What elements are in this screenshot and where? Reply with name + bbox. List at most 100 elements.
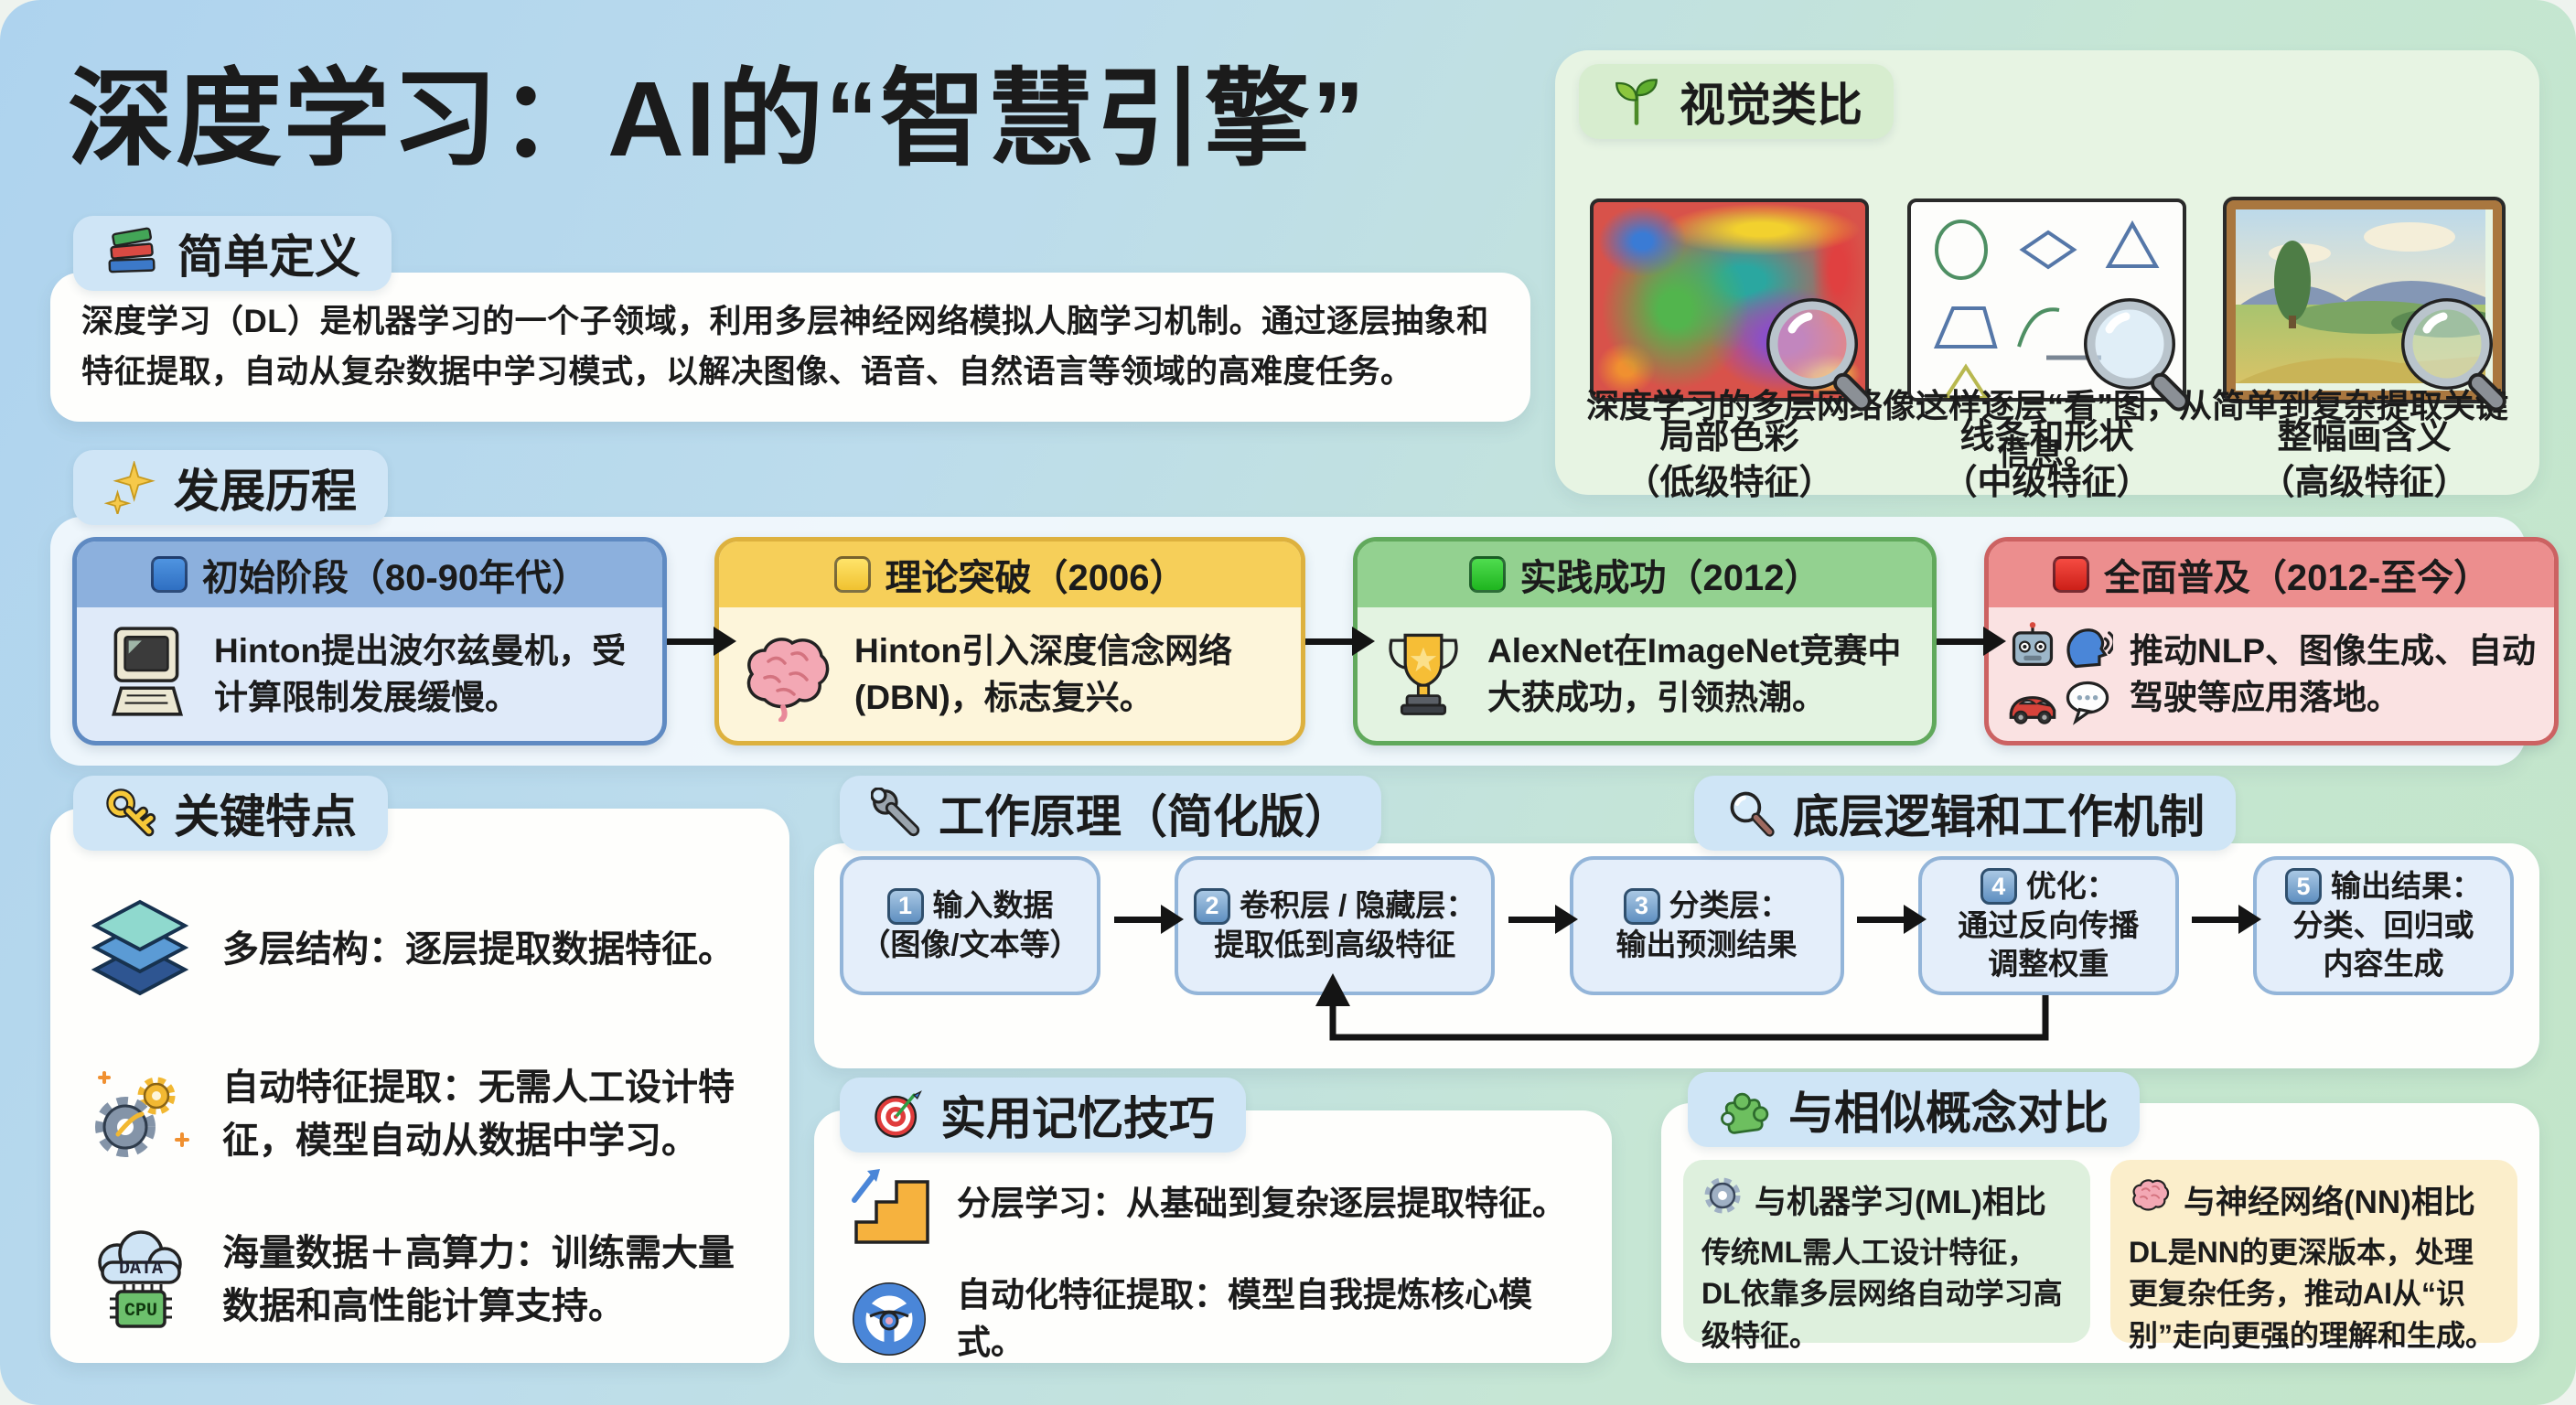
step-title: 卷积层 / 隐藏层：: [1239, 888, 1476, 923]
timeline-header: 发展历程: [73, 450, 388, 525]
comparison-text: 传统ML需人工设计特征，DL依靠多层网络自动学习高级特征。: [1701, 1236, 2063, 1352]
red-square-icon: [2052, 556, 2089, 593]
step-detail: 提取低到高级特征: [1214, 928, 1456, 961]
stage-body: AlexNet在ImageNet竞赛中大获成功，引领热潮。: [1358, 607, 1932, 741]
yellow-square-icon: [833, 556, 871, 593]
step-number-badge: 5: [2285, 868, 2322, 906]
robot-icon: [2012, 622, 2054, 666]
pipeline-header-right-label: 底层逻辑和工作机制: [1793, 791, 2205, 842]
step-number-badge: 3: [1623, 887, 1660, 925]
brain-icon: [737, 627, 838, 722]
tip-text: 自动化特征提取：模型自我提炼核心模式。: [957, 1276, 1532, 1361]
analogy-item-colors: [1590, 198, 1872, 412]
analogy-item-painting: [2223, 197, 2506, 412]
timeline-stage-1: 初始阶段（80-90年代） Hinton提出波尔兹曼机，受计算限制发展缓慢。: [72, 537, 667, 745]
comparison-header-label: 与相似概念对比: [1788, 1088, 2109, 1139]
stage-text: AlexNet在ImageNet竞赛中大获成功，引领热潮。: [1487, 631, 1902, 716]
comparison-ml-card: 与机器学习(ML)相比 传统ML需人工设计特征，DL依靠多层网络自动学习高级特征…: [1683, 1160, 2090, 1352]
definition-header-label: 简单定义: [177, 231, 360, 283]
step-number-badge: 1: [886, 887, 924, 925]
step-title: 优化：: [2025, 868, 2117, 903]
magnifier-overlay-icon: [2390, 287, 2528, 429]
visual-analogy-caption: 深度学习的多层网络像这样逐层“看”图，从简单到复杂提取关键信息。: [1585, 387, 2508, 472]
definition-text: 深度学习（DL）是机器学习的一个子领域，利用多层神经网络模拟人脑学习机制。通过逐…: [81, 304, 1489, 391]
stage-body: Hinton提出波尔兹曼机，受计算限制发展缓慢。: [77, 607, 662, 741]
stage-title: 全面普及（2012-至今）: [2103, 558, 2491, 598]
comparison-title: 与机器学习(ML)相比: [1755, 1185, 2046, 1220]
gear-icon: [1701, 1174, 1744, 1225]
arrow-right-icon: [1857, 905, 1927, 934]
feature-text: 自动特征提取：无需人工设计特征，模型自动从数据中学习。: [222, 1067, 735, 1161]
stage-header: 实践成功（2012）: [1358, 542, 1932, 607]
arrow-right-icon: [1508, 905, 1578, 934]
books-icon: [104, 225, 161, 282]
definition-card: 深度学习（DL）是机器学习的一个子领域，利用多层神经网络模拟人脑学习机制。通过逐…: [50, 273, 1530, 422]
dartboard-icon: [871, 1089, 924, 1142]
arrow-right-icon: [667, 626, 736, 656]
steering-wheel-icon: [843, 1280, 935, 1358]
puzzle-icon: [1719, 1083, 1772, 1136]
feature-item-layers: 多层结构：逐层提取数据特征。: [81, 896, 758, 1003]
timeline-container: 初始阶段（80-90年代） Hinton提出波尔兹曼机，受计算限制发展缓慢。: [50, 517, 2559, 766]
gears-icon: [81, 1061, 199, 1167]
svg-text:DATA: DATA: [119, 1259, 163, 1280]
timeline-stage-2: 理论突破（2006） Hinton引入深度信念网络(DBN)，标志复兴。: [714, 537, 1305, 745]
timeline-stage-3: 实践成功（2012） AlexNet在ImageNet竞赛中大获成功，引领热潮。: [1353, 537, 1937, 745]
visual-analogy-labels: 局部色彩 （低级特征） 线条和形状 （中级特征） 整幅画含义 （高级特征）: [1590, 414, 2504, 506]
step-detail: 通过反向传播 调整权重: [1958, 907, 2140, 981]
analogy-label: 局部色彩 （低级特征）: [1625, 418, 1834, 503]
speaking-head-icon: [2066, 628, 2113, 669]
flow-step-3: 3 分类层： 输出预测结果: [1569, 856, 1844, 995]
comparison-text: DL是NN的更深版本，处理更复杂任务，推动AI从“识别”走向更强的理解和生成。: [2129, 1236, 2496, 1352]
stage-text: 推动NLP、图像生成、自动驾驶等应用落地。: [2130, 631, 2536, 716]
stage-title: 初始阶段（80-90年代）: [201, 558, 589, 598]
comparison-title: 与神经网络(NN)相比: [2184, 1185, 2475, 1220]
arrow-right-icon: [2192, 905, 2262, 934]
green-square-icon: [1468, 556, 1506, 593]
arrow-right-icon: [1305, 626, 1375, 656]
feature-text: 多层结构：逐层提取数据特征。: [222, 929, 735, 970]
analogy-label: 线条和形状 （中级特征）: [1942, 418, 2152, 503]
page-title: 深度学习：AI的“智慧引擎”: [68, 59, 1367, 178]
brain-icon: [2129, 1174, 2173, 1225]
step-number-badge: 2: [1193, 887, 1230, 925]
feature-item-data: DATA CPU 海量数据＋高算力：训练需大量数据和高性能计算支持。: [81, 1226, 758, 1334]
comparison-nn-card: 与神经网络(NN)相比 DL是NN的更深版本，处理更复杂任务，推动AI从“识别”…: [2110, 1160, 2517, 1352]
step-detail: 输出预测结果: [1615, 928, 1798, 961]
feature-item-auto: 自动特征提取：无需人工设计特征，模型自动从数据中学习。: [81, 1061, 758, 1167]
magnifier-icon: [1725, 788, 1776, 839]
tip-item-wheel: 自动化特征提取：模型自我提炼核心模式。: [843, 1271, 1583, 1367]
tip-text: 分层学习：从基础到复杂逐层提取特征。: [957, 1185, 1566, 1223]
wrench-icon: [871, 788, 922, 839]
visual-analogy-images: [1590, 197, 2506, 412]
stage-header: 初始阶段（80-90年代）: [77, 542, 662, 607]
pipeline-header-left: 工作原理（简化版）: [840, 776, 1381, 851]
tip-item-stairs: 分层学习：从基础到复杂逐层提取特征。: [843, 1164, 1583, 1244]
comparison-header: 与相似概念对比: [1688, 1072, 2140, 1147]
retro-computer-icon: [95, 623, 198, 725]
visual-analogy-header-label: 视觉类比: [1680, 80, 1862, 131]
stage-title: 理论突破（2006）: [885, 558, 1186, 598]
data-cpu-icon: DATA CPU: [81, 1226, 199, 1334]
step-detail: （图像/文本等）: [860, 928, 1080, 961]
layers-icon: [81, 896, 199, 1003]
step-number-badge: 4: [1980, 868, 2017, 906]
definition-header: 简单定义: [73, 216, 392, 291]
memory-tips-header-label: 实用记忆技巧: [940, 1093, 1215, 1144]
analogy-item-shapes: [1907, 198, 2189, 412]
stage-header: 理论突破（2006）: [719, 542, 1301, 607]
arrow-right-icon: [1937, 626, 2006, 656]
visual-analogy-header: 视觉类比: [1579, 64, 1894, 139]
key-features-card: 多层结构：逐层提取数据特征。 自动特征提取：无需人工设计特征，模型自动从数据中学…: [50, 809, 789, 1363]
step-title: 分类层：: [1669, 888, 1790, 923]
applications-icon-grid: [2007, 621, 2113, 727]
arrow-right-icon: [1113, 905, 1184, 934]
timeline-header-label: 发展历程: [174, 466, 357, 517]
sprout-icon: [1610, 75, 1663, 128]
magnifier-overlay-icon: [2073, 287, 2210, 429]
speech-bubble-icon: [2066, 681, 2109, 725]
